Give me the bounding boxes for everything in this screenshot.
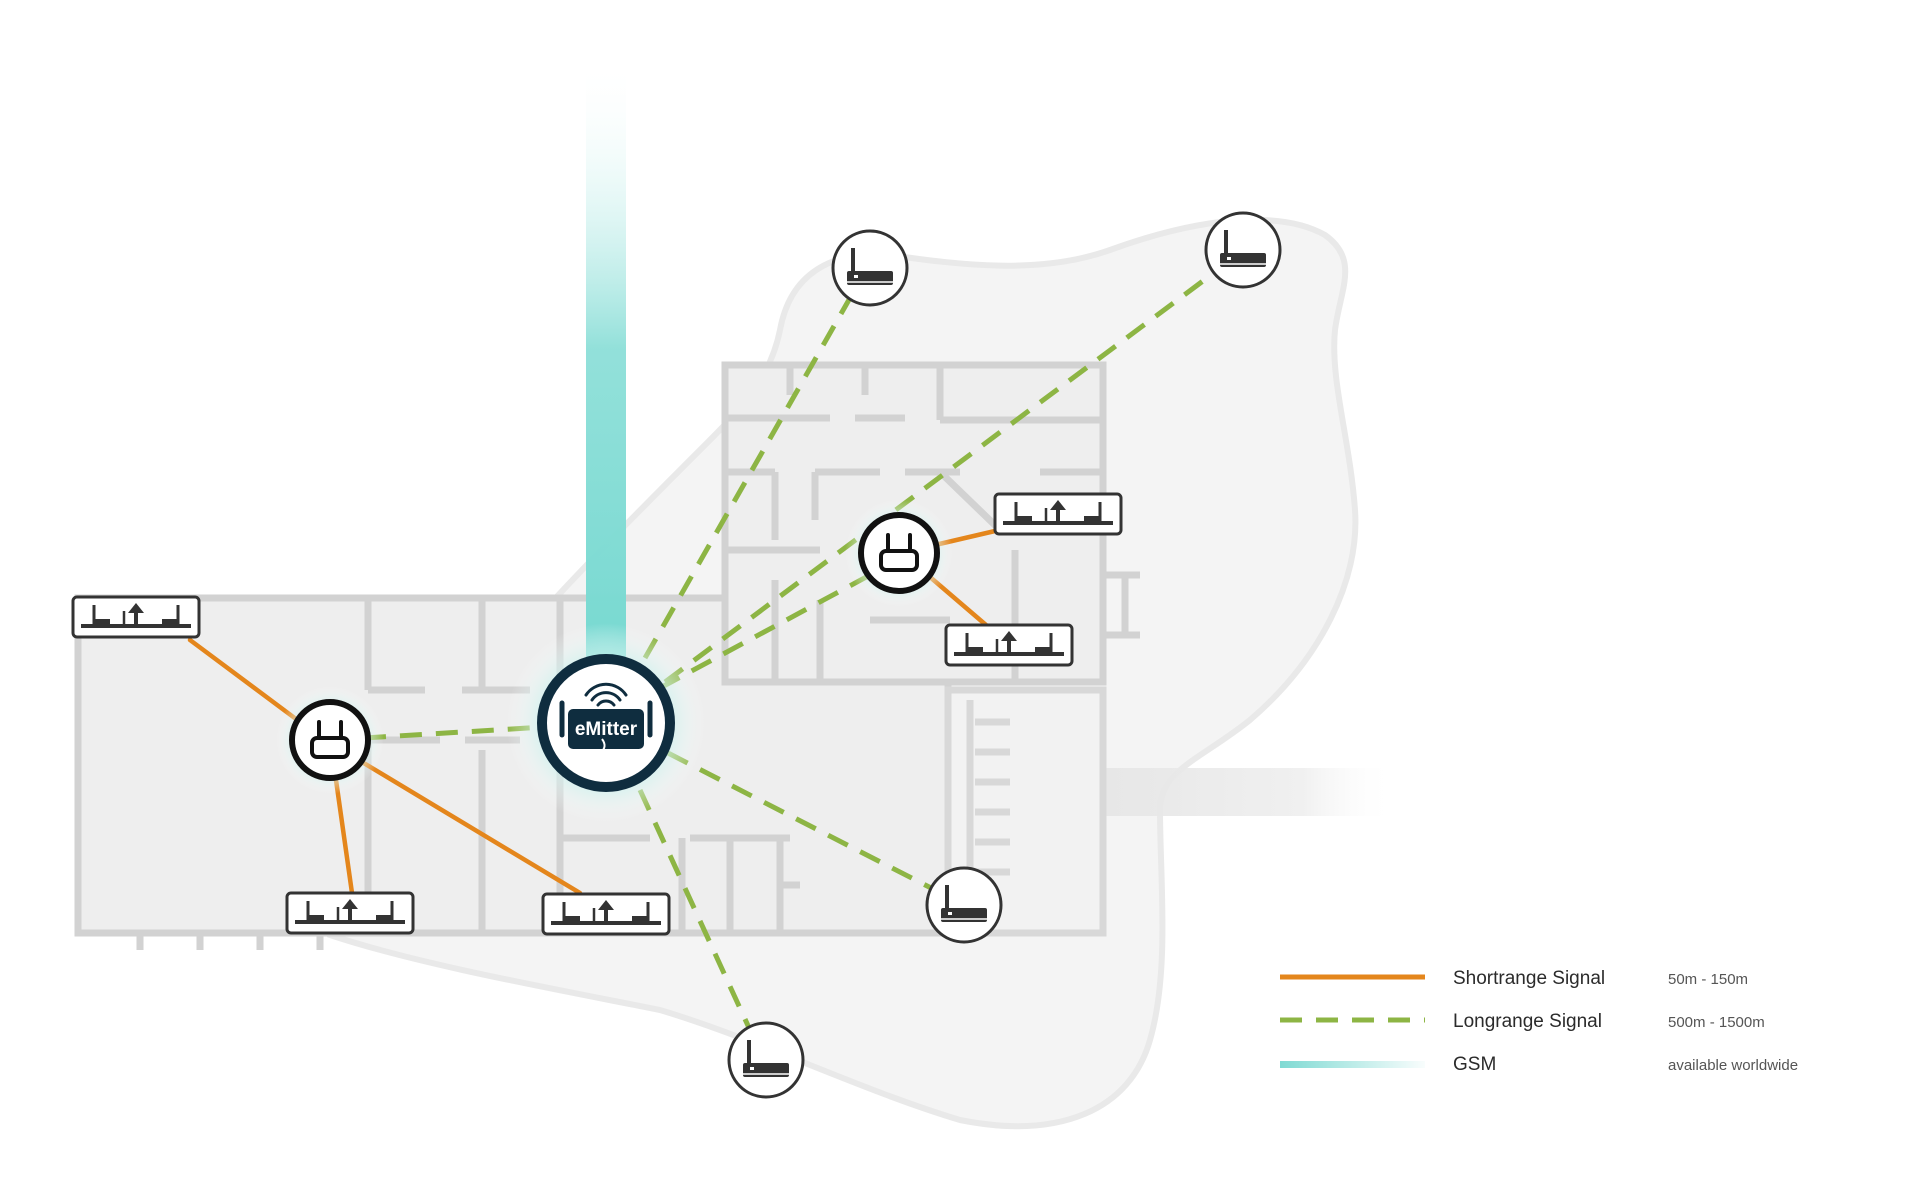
legend-label-shortrange: Shortrange Signal xyxy=(1453,968,1605,989)
emitter-hub[interactable]: eMitter xyxy=(506,623,706,823)
gateway-icon xyxy=(879,533,919,572)
longrange-link xyxy=(663,269,1217,685)
router-icon xyxy=(941,885,987,922)
router-node[interactable] xyxy=(1204,211,1282,289)
legend: Shortrange Signal 50m - 150m Longrange S… xyxy=(1280,968,1798,1075)
hub-brand-label: eMitter xyxy=(575,719,638,740)
legend-range-longrange: 500m - 1500m xyxy=(1668,1014,1765,1031)
legend-label-longrange: Longrange Signal xyxy=(1453,1011,1602,1032)
gateway-icon xyxy=(310,720,350,759)
router-node[interactable] xyxy=(831,229,909,307)
legend-swatch-gsm xyxy=(1280,1061,1425,1068)
router-icon xyxy=(847,248,893,285)
gateway-node[interactable] xyxy=(276,686,384,794)
longrange-link xyxy=(642,296,853,660)
shortrange-link xyxy=(333,777,355,896)
longrange-link xyxy=(666,750,937,893)
router-nodes xyxy=(727,211,1282,1099)
sensor-tag[interactable] xyxy=(993,492,1123,536)
hub-flourish xyxy=(599,738,606,754)
sensor-tag-icon xyxy=(551,900,661,925)
sensor-tag[interactable] xyxy=(285,891,415,935)
sensor-tag[interactable] xyxy=(944,623,1074,667)
router-icon xyxy=(743,1040,789,1077)
router-node[interactable] xyxy=(925,866,1003,944)
gsm-beam xyxy=(586,60,626,700)
longrange-links xyxy=(363,269,1217,1032)
legend-range-shortrange: 50m - 150m xyxy=(1668,971,1748,988)
shortrange-link xyxy=(187,637,303,725)
sensor-tags xyxy=(71,492,1123,936)
sensor-tag[interactable] xyxy=(541,892,671,936)
router-icon xyxy=(1220,230,1266,267)
sensor-tag-icon xyxy=(954,631,1064,656)
sensor-tag-icon xyxy=(295,899,405,924)
sensor-tag[interactable] xyxy=(71,595,201,639)
hub-device xyxy=(568,709,644,749)
wifi-signal-icon xyxy=(584,682,628,707)
router-node[interactable] xyxy=(727,1021,805,1099)
legend-label-gsm: GSM xyxy=(1453,1054,1496,1075)
shortrange-links xyxy=(187,528,998,896)
corridor xyxy=(1085,768,1395,816)
sensor-tag-icon xyxy=(1003,500,1113,525)
longrange-link xyxy=(658,572,872,691)
legend-range-gsm: available worldwide xyxy=(1668,1057,1798,1074)
gateway-node[interactable] xyxy=(845,499,953,607)
longrange-link xyxy=(637,788,753,1032)
hub-antennas xyxy=(559,700,653,738)
shortrange-link xyxy=(359,759,583,896)
sensor-tag-icon xyxy=(81,603,191,628)
